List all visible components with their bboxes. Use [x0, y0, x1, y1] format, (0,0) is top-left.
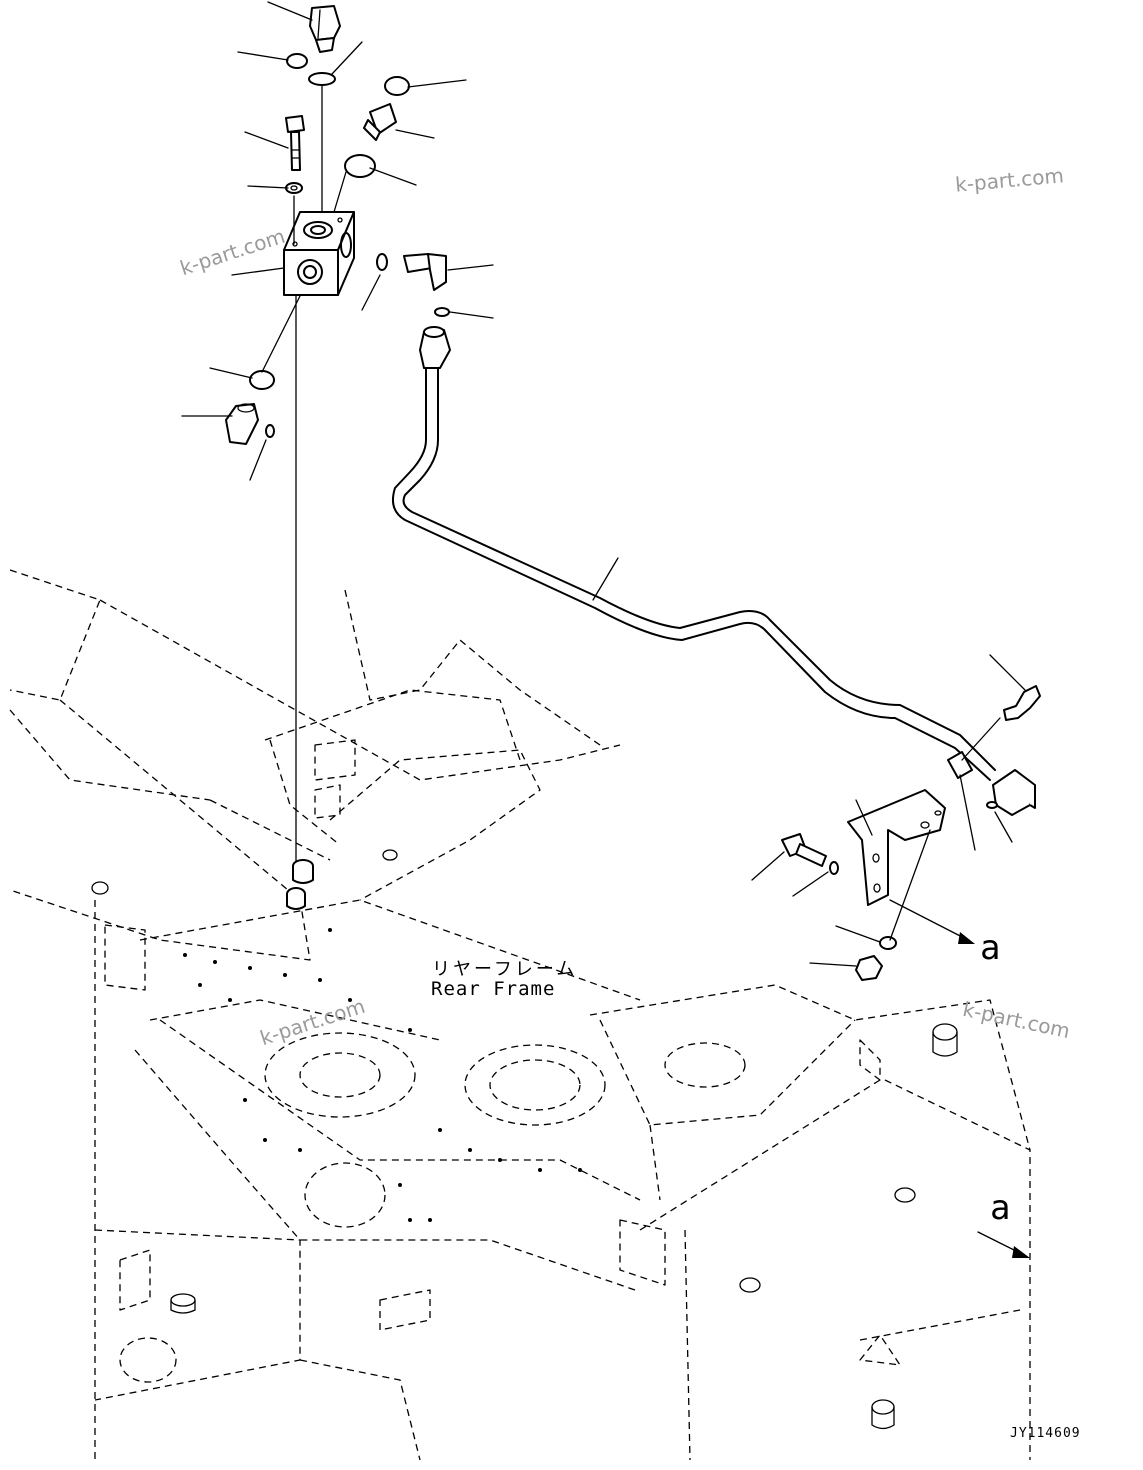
frame-bushings [286, 859, 314, 910]
junction-block [283, 211, 355, 296]
bracket-assembly [781, 685, 1041, 981]
rear-frame-label-jp: リヤーフレーム [432, 959, 578, 980]
rear-frame-outline [9, 569, 1031, 1461]
hydraulic-pipe [392, 326, 1036, 816]
drawing-number: JY114609 [1010, 1426, 1081, 1441]
view-a-arrows [889, 899, 1030, 1258]
fittings-and-seals [225, 5, 450, 445]
leader-lines [181, 1, 1026, 967]
plate-holes [183, 928, 582, 1222]
frame-bosses [91, 849, 958, 1430]
view-a-label-frame: a [990, 1188, 1011, 1228]
rear-frame-label-en: Rear Frame [431, 978, 556, 1000]
view-a-label-bracket: a [980, 928, 1001, 968]
